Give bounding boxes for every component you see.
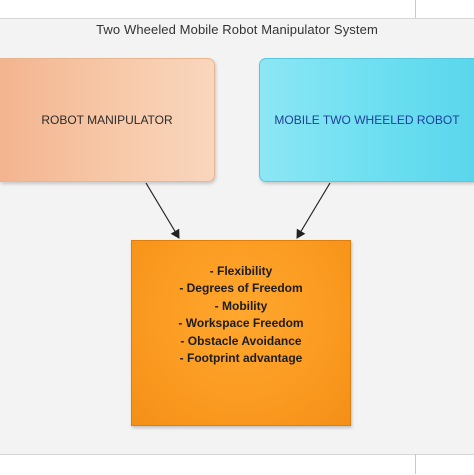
feature-footprint-advantage: - Footprint advantage (179, 351, 303, 365)
bottom-divider-tick (415, 454, 416, 474)
robot-manipulator-label: ROBOT MANIPULATOR (41, 113, 173, 127)
bottom-divider (0, 454, 474, 475)
top-divider (0, 0, 474, 19)
feature-mobility: - Mobility (214, 298, 268, 313)
feature-workspace-freedom: - Workspace Freedom (178, 316, 304, 330)
feature-flexibility: - Flexibility (209, 263, 273, 278)
arrow-from-manipulator (145, 182, 180, 239)
top-divider-tick (415, 0, 416, 18)
mobile-two-wheeled-robot-box: MOBILE TWO WHEELED ROBOT (259, 58, 474, 182)
arrow-from-mobile-robot (296, 182, 331, 239)
feature-obstacle-avoidance: - Obstacle Avoidance (180, 333, 302, 348)
diagram-title: Two Wheeled Mobile Robot Manipulator Sys… (96, 22, 378, 37)
mobile-two-wheeled-robot-label: MOBILE TWO WHEELED ROBOT (274, 113, 460, 127)
feature-degrees-of-freedom: - Degrees of Freedom (179, 281, 303, 295)
combined-system-benefits-box: - Flexibility - Degrees of Freedom - Mob… (131, 240, 351, 426)
robot-manipulator-box: ROBOT MANIPULATOR (0, 58, 215, 182)
